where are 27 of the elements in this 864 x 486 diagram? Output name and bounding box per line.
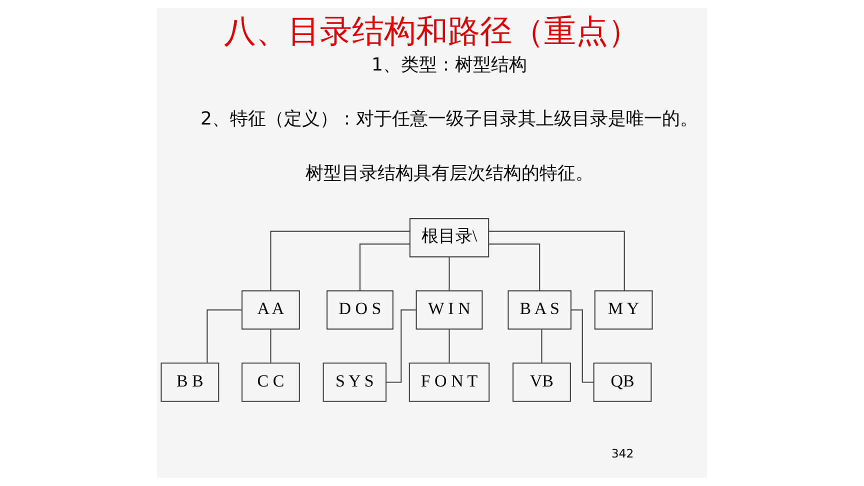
connector <box>386 309 416 383</box>
connector <box>206 309 242 363</box>
node-box: B B <box>160 362 220 402</box>
node-box: VB <box>512 362 571 402</box>
connector <box>541 329 542 363</box>
node-box: F O N T <box>408 362 490 402</box>
label: 2、特征（定义）：对于任意一级子目录其上级目录是唯一的。 <box>200 108 698 130</box>
label: 树型目录结构具有层次结构的特征。 <box>305 162 594 184</box>
node-box: QB <box>593 362 652 402</box>
connector <box>489 230 625 291</box>
diagram-title: 八、目录结构和路径（重点） <box>224 12 640 50</box>
connector <box>270 329 272 363</box>
node-box: B A S <box>508 290 572 330</box>
node-box: W I N <box>416 290 483 330</box>
label: 342 <box>611 446 634 460</box>
connector <box>448 257 450 291</box>
node-box: M Y <box>594 290 653 330</box>
label: 1、类型：树型结构 <box>372 54 528 76</box>
node-box: 根目录\ <box>409 218 490 258</box>
connector <box>488 244 540 291</box>
connector <box>359 244 410 291</box>
connector <box>270 230 410 291</box>
node-box: D O S <box>326 290 394 330</box>
node-box: S Y S <box>322 362 387 402</box>
connector <box>448 329 450 363</box>
node-box: A A <box>242 290 300 330</box>
node-box: C C <box>242 362 300 402</box>
